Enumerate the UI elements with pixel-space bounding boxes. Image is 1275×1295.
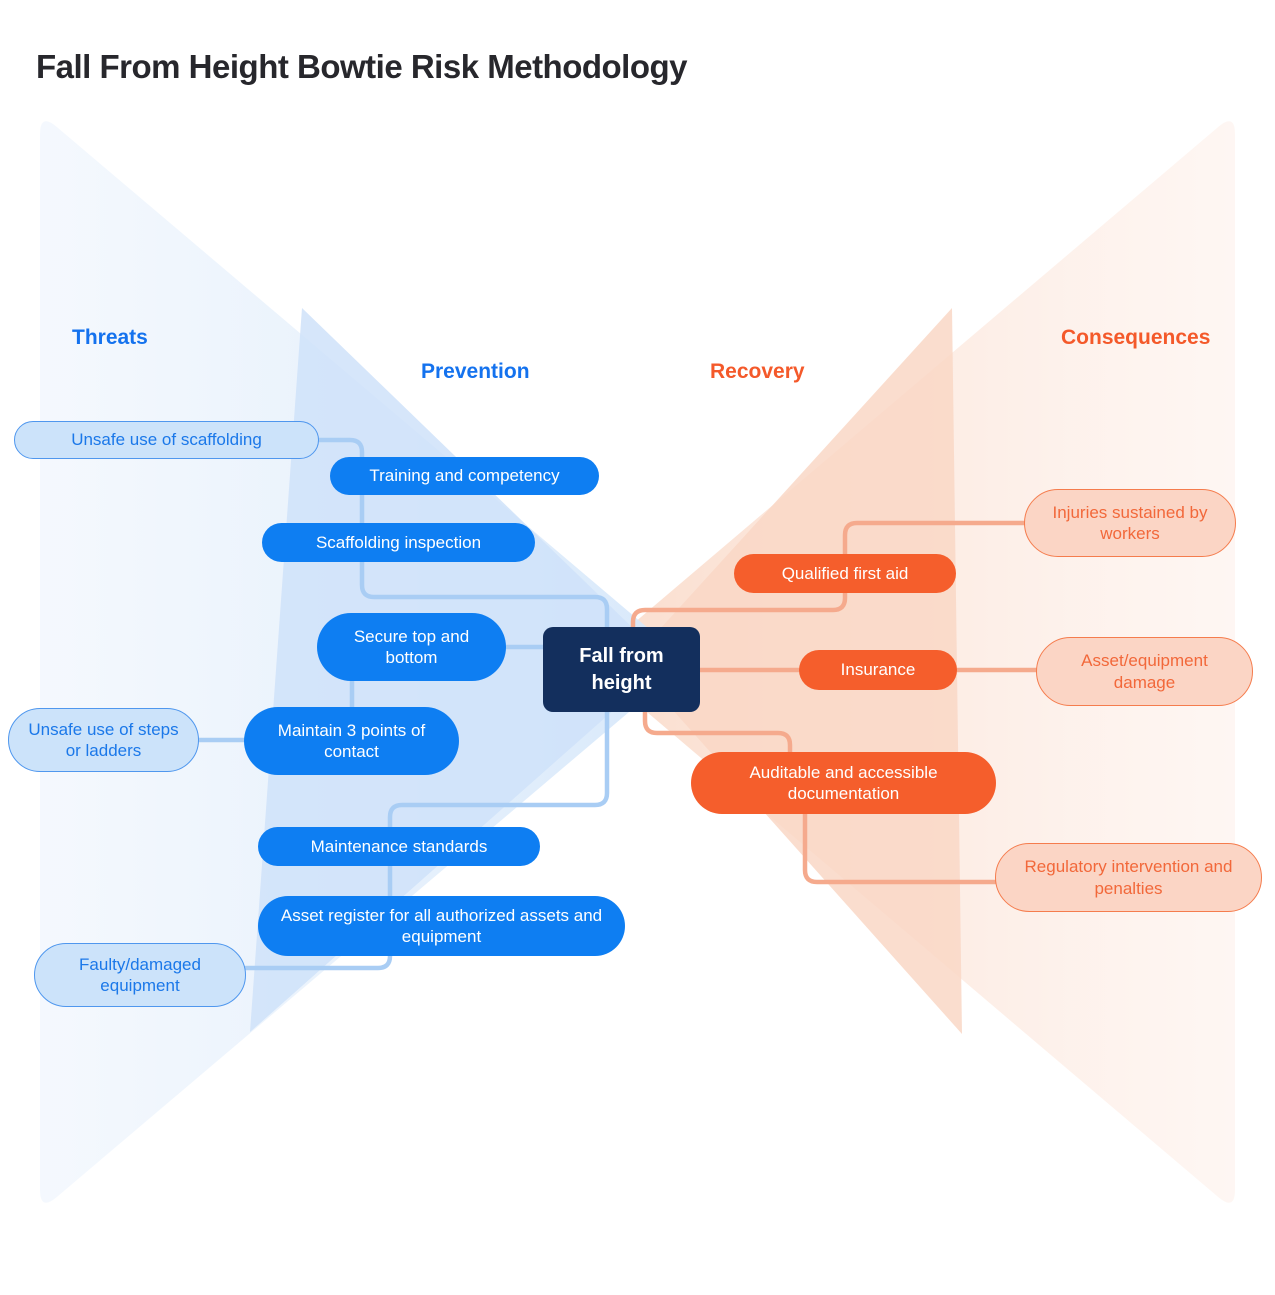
consequence-pill-asset-damage: Asset/equipment damage <box>1036 637 1253 706</box>
column-header-threats: Threats <box>72 326 148 349</box>
prevention-pill-three-points-contact: Maintain 3 points of contact <box>244 707 459 775</box>
threat-pill-unsafe-scaffolding: Unsafe use of scaffolding <box>14 421 319 459</box>
consequence-pill-regulatory: Regulatory intervention and penalties <box>995 843 1262 912</box>
prevention-pill-secure-top-bottom: Secure top and bottom <box>317 613 506 681</box>
consequence-pill-injuries: Injuries sustained by workers <box>1024 489 1236 557</box>
connector-event-to-documentation <box>642 702 793 763</box>
recovery-pill-insurance: Insurance <box>799 650 957 690</box>
prevention-pill-asset-register: Asset register for all authorized assets… <box>258 896 625 956</box>
recovery-pill-first-aid: Qualified first aid <box>734 554 956 593</box>
column-header-recovery: Recovery <box>710 360 805 383</box>
prevention-pill-maintenance-standards: Maintenance standards <box>258 827 540 866</box>
prevention-pill-training: Training and competency <box>330 457 599 495</box>
threat-pill-unsafe-steps-ladders: Unsafe use of steps or ladders <box>8 708 199 772</box>
prevention-pill-scaffolding-inspection: Scaffolding inspection <box>262 523 535 562</box>
connector-scaffolding-to-prevention <box>313 437 610 658</box>
center-event-node: Fall from height <box>543 627 700 712</box>
connector-event-to-maintenance-group <box>243 697 610 971</box>
recovery-pill-documentation: Auditable and accessible documentation <box>691 752 996 814</box>
threat-pill-faulty-equipment: Faulty/damaged equipment <box>34 943 246 1007</box>
connector-event-to-firstaid-injuries <box>630 520 1033 663</box>
column-header-consequences: Consequences <box>1061 326 1211 349</box>
connector-documentation-to-regulatory <box>802 811 998 885</box>
page-title: Fall From Height Bowtie Risk Methodology <box>36 48 688 85</box>
column-header-prevention: Prevention <box>421 360 530 383</box>
